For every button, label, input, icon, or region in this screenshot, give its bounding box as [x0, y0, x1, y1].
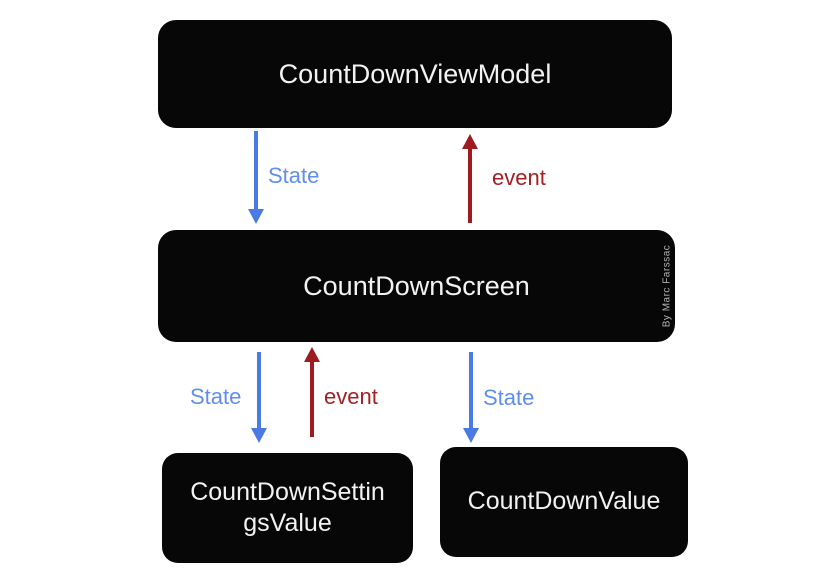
- node-countdownsettingsvalue: CountDownSettingsValue: [162, 453, 413, 563]
- node-countdownviewmodel-label: CountDownViewModel: [278, 58, 552, 89]
- state-arrow-viewmodel-to-screen: [254, 131, 258, 209]
- arrowhead-down-icon: [248, 209, 264, 224]
- state-arrow-label: State: [268, 163, 320, 188]
- event-arrow-screen-to-viewmodel: [468, 148, 472, 223]
- node-countdownscreen-label: CountDownScreen: [303, 270, 530, 301]
- node-countdownviewmodel: CountDownViewModel: [158, 20, 672, 128]
- node-countdownvalue-label: CountDownValue: [467, 487, 661, 516]
- state-arrow-screen-to-value: [469, 352, 473, 428]
- node-countdownsettingsvalue-label: CountDownSettingsValue: [190, 477, 385, 537]
- arrowhead-up-icon: [462, 134, 478, 149]
- node-countdownscreen: CountDownScreen By Marc Farssac: [158, 230, 675, 342]
- arrowhead-up-icon: [304, 347, 320, 362]
- event-arrow-settings-to-screen: [310, 361, 314, 437]
- event-arrow-label: event: [492, 165, 546, 190]
- state-arrow-label: State: [190, 384, 242, 409]
- event-arrow-label: event: [324, 384, 378, 409]
- state-arrow-screen-to-settings: [257, 352, 261, 428]
- state-arrow-label: State: [483, 385, 535, 410]
- author-credit: By Marc Farssac: [661, 244, 673, 328]
- arrowhead-down-icon: [251, 428, 267, 443]
- node-countdownvalue: CountDownValue: [440, 447, 688, 557]
- arrowhead-down-icon: [463, 428, 479, 443]
